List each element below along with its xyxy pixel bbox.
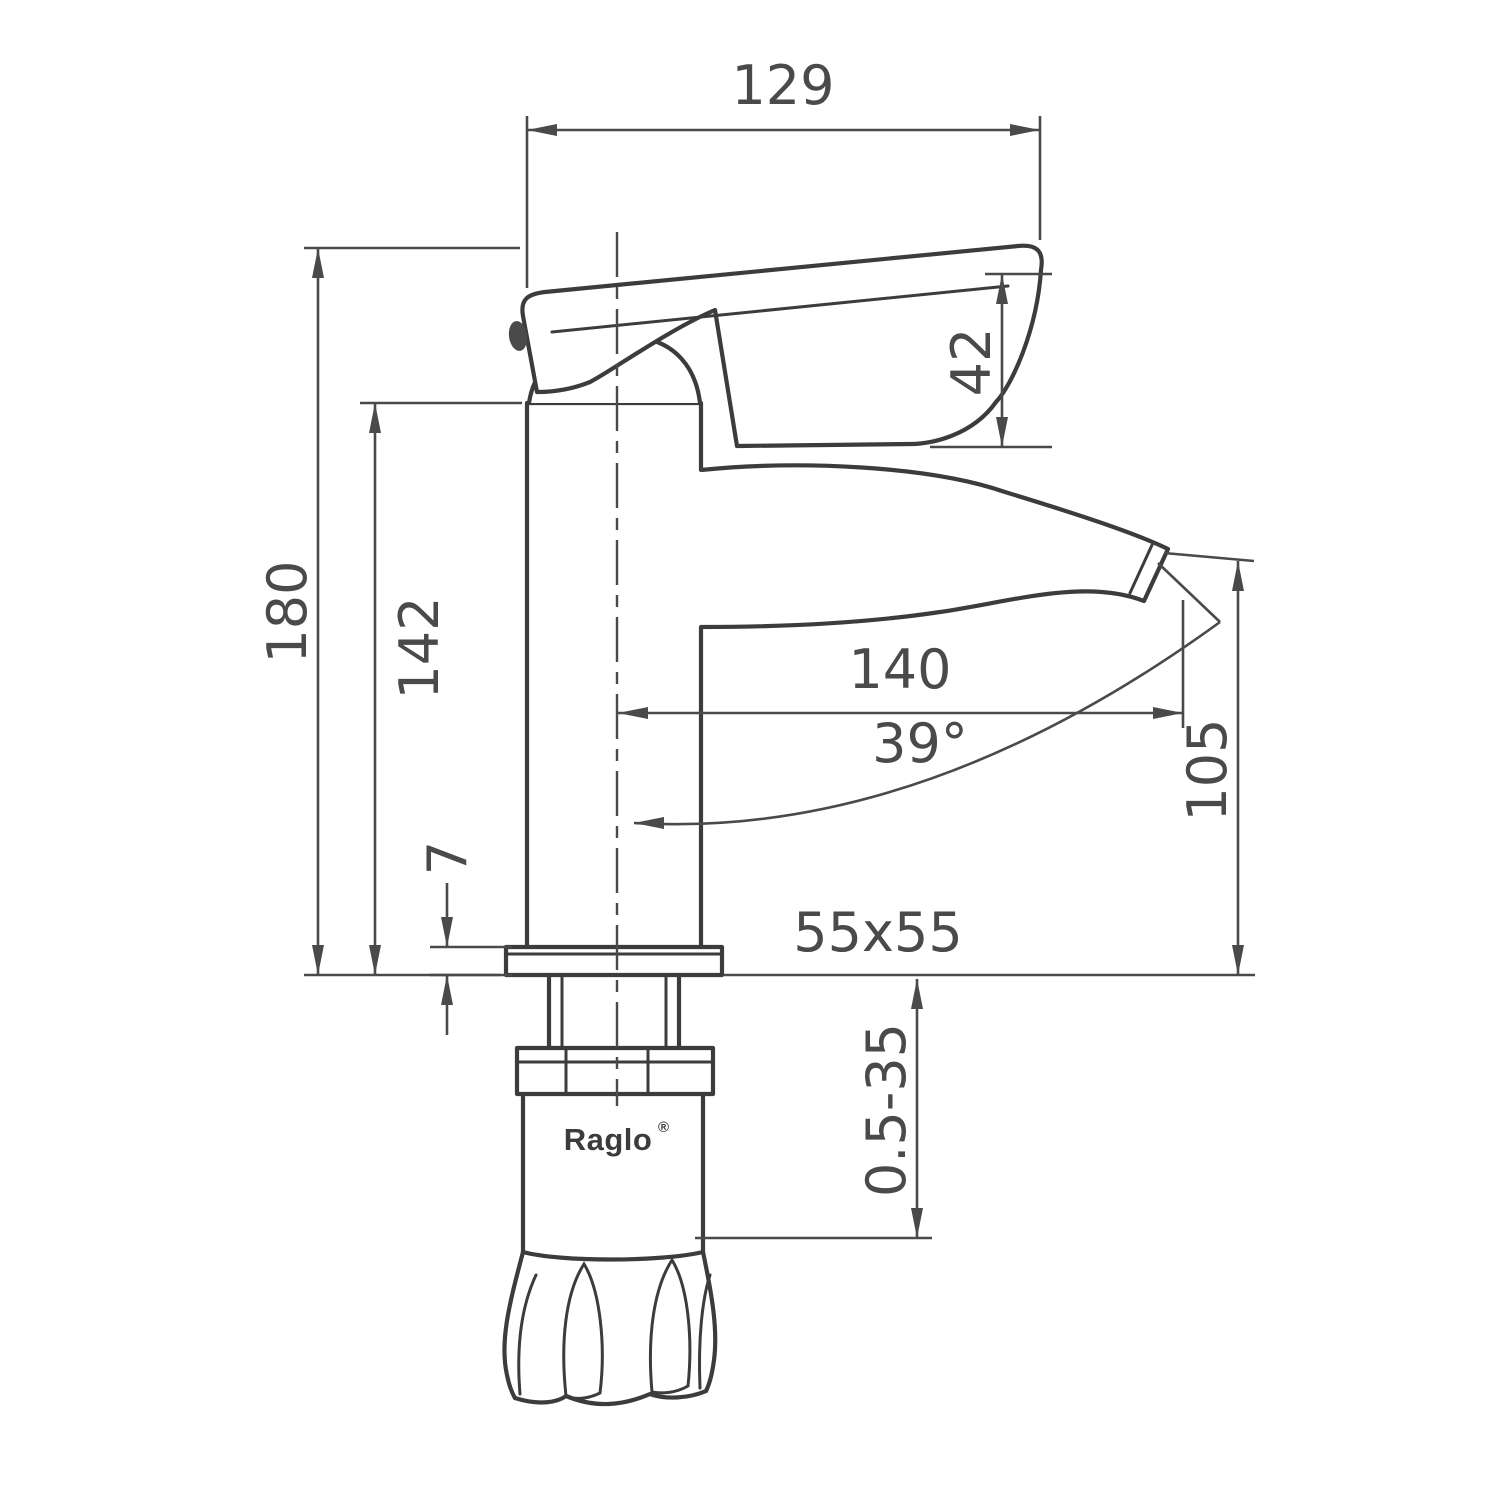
bottom-skirt [502,1249,718,1407]
dim-105-ext-top [1163,551,1255,563]
dim-spout-reach: 140 [618,600,1185,728]
dim-7-arrow-top [441,917,453,947]
skirt-scallop-right-partial [697,1273,712,1390]
dim-base-plate-thickness: 7 [416,841,512,1035]
dim-140-label: 140 [848,638,951,701]
dim-140-arrow-left [618,707,648,719]
lower-body: Raglo ® [520,1091,706,1255]
skirt-bottom-rim [512,1388,709,1407]
dim-05-35-arrow-top [911,979,923,1009]
dim-spout-angle: 39° [633,562,1221,829]
skirt-petal-right [648,1257,692,1395]
dim-142-label: 142 [388,596,451,699]
dim-180-label: 180 [256,560,319,663]
dim-39-arc [633,620,1221,826]
dim-spout-outlet-height: 105 [1163,551,1255,975]
dim-129-arrow-right [1010,124,1040,136]
dim-129-arrow-left [527,124,557,136]
spout-tip-contour [1128,543,1154,595]
mounting-nut [514,1045,716,1097]
dim-top-width: 129 [525,54,1042,288]
dim-7-arrow-bottom [441,975,453,1005]
mounting-shank [546,972,682,1051]
dim-handle-height: 42 [930,272,1052,449]
dim-42-arrow-bottom [996,417,1008,447]
faucet-body [524,400,704,950]
faucet-outline: Raglo ® [502,243,1171,1407]
dim-42-label: 42 [940,328,1003,397]
faucet-spout [700,463,1171,630]
dim-180-arrow-bottom [312,945,324,975]
dim-129-label: 129 [731,54,834,117]
skirt-petal-left [562,1261,604,1400]
dim-05-35-arrow-bottom [911,1208,923,1238]
nut-outline [514,1045,716,1097]
dim-140-arrow-right [1153,707,1183,719]
dim-105-label: 105 [1176,718,1239,821]
dim-7-label: 7 [416,841,479,875]
skirt-top-joint [520,1249,706,1262]
dim-base-size: 55x55 [724,901,1255,977]
handle-indicator-button [508,321,528,351]
brand-registered-mark: ® [658,1119,669,1136]
brand-logo: Raglo [564,1122,653,1157]
dim-mounting-thickness: 0.5-35 [695,979,932,1240]
dim-55x55-label: 55x55 [793,901,962,964]
dim-body-height: 142 [360,401,522,975]
dim-142-arrow-bottom [369,945,381,975]
dim-39-arrowhead [634,817,664,829]
dim-05-35-label: 0.5-35 [855,1023,918,1197]
base-plate [503,944,725,978]
skirt-left-edge [502,1249,526,1401]
dim-105-arrow-bottom [1232,945,1244,975]
dim-180-arrow-top [312,248,324,278]
dim-39-label: 39° [872,712,968,775]
dim-39-leader [1157,562,1221,623]
dim-142-arrow-top [369,403,381,433]
skirt-scallop-left-partial [517,1273,538,1396]
dim-42-arrow-top [996,274,1008,304]
skirt-right-edge [700,1249,718,1394]
dim-105-arrow-top [1232,561,1244,591]
handle-contour-line [550,284,1010,334]
